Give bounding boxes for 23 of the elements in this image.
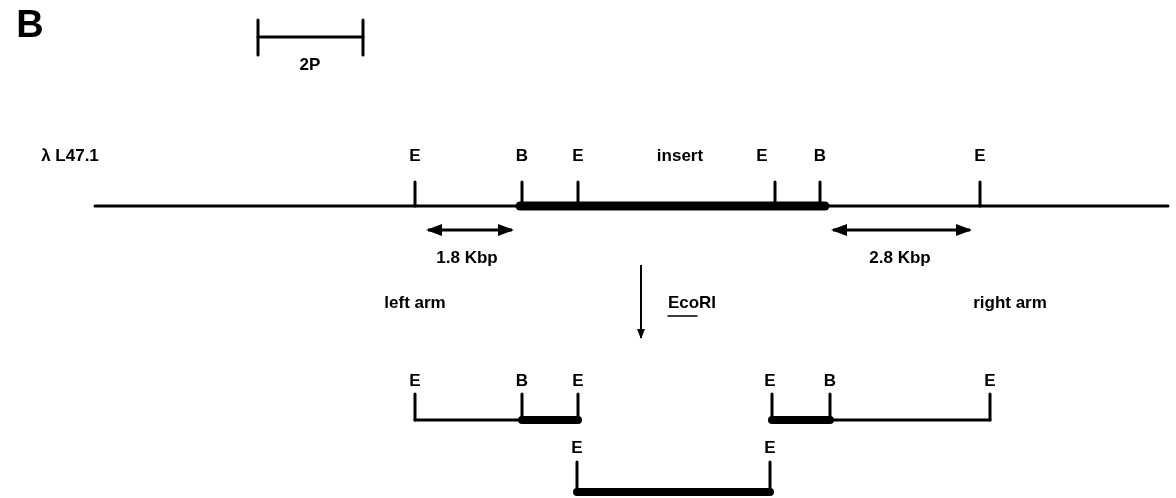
construct-name: λ L47.1: [41, 146, 99, 166]
site-label: E: [409, 146, 421, 166]
arm-label: left arm: [384, 293, 446, 313]
site-label: E: [572, 371, 584, 391]
panel-letter: B: [16, 3, 44, 45]
site-label: E: [409, 371, 421, 391]
size-label: 2.8 Kbp: [869, 248, 931, 268]
site-label: E: [984, 371, 996, 391]
site-label: B: [515, 146, 529, 166]
site-label: E: [572, 146, 584, 166]
site-label: E: [756, 146, 768, 166]
size-label: 1.8 Kbp: [436, 248, 498, 268]
enzyme-label: EcoRI: [667, 293, 717, 313]
site-label: B: [515, 371, 529, 391]
region-label: insert: [656, 146, 704, 166]
site-label: E: [764, 438, 776, 458]
arm-label: right arm: [973, 293, 1047, 313]
site-label: B: [813, 146, 827, 166]
scale-label: 2P: [299, 55, 321, 75]
site-label: E: [974, 146, 986, 166]
site-label: E: [571, 438, 583, 458]
site-label: E: [764, 371, 776, 391]
site-label: B: [823, 371, 837, 391]
